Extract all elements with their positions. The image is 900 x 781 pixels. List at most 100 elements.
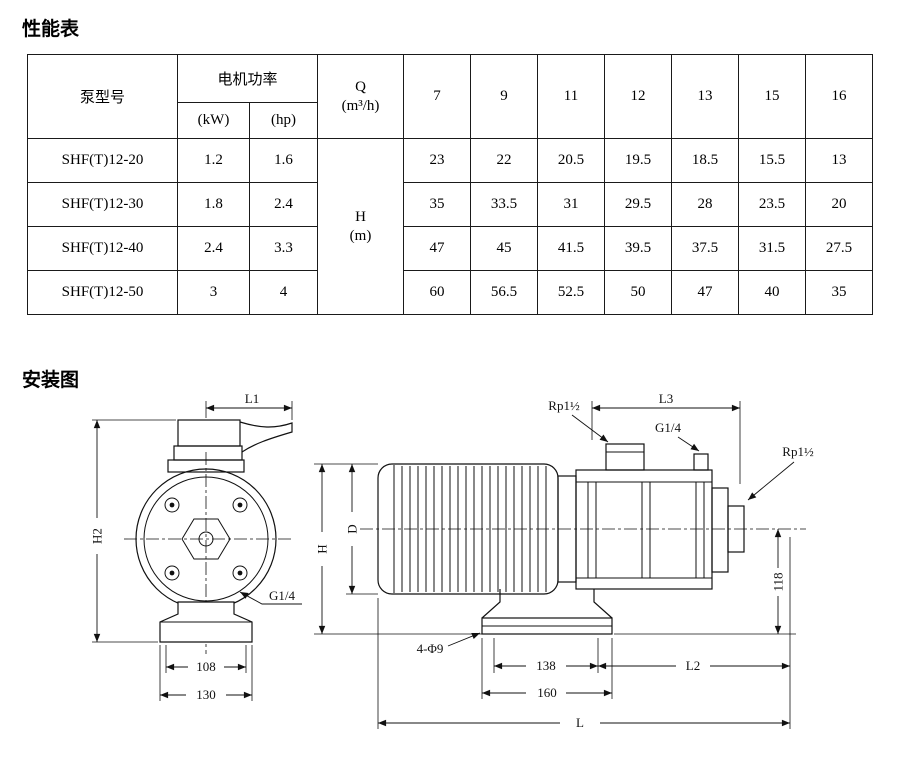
head-cell: 28 — [671, 182, 740, 227]
dim-label-138: 138 — [536, 658, 556, 673]
head-cell: 50 — [604, 270, 673, 315]
base-holes-label: 4-Φ9 — [417, 641, 444, 656]
dim-h: H — [314, 463, 482, 635]
base-holes-callout: 4-Φ9 — [417, 632, 481, 656]
outlet-port-label: Rp1½ — [782, 444, 814, 459]
col-header-kw: (kW) — [177, 102, 250, 139]
dim-label-118: 118 — [771, 572, 786, 591]
dim-160: 160 — [481, 638, 613, 700]
h-label: H — [355, 208, 366, 225]
dim-h2: H2 — [90, 419, 176, 643]
col-header-motor-power: 电机功率 — [176, 54, 319, 103]
installation-diagram: L1 H2 G1/4 108 130 — [90, 392, 814, 730]
col-header-flow-15: 15 — [738, 54, 807, 139]
head-cell: 23 — [403, 138, 472, 183]
table-row: SHF(T)12-30 1.8 2.4 35 33.5 31 29.5 28 2… — [27, 182, 874, 227]
dim-label-l2: L2 — [686, 658, 700, 673]
dim-l3: L3 — [591, 392, 741, 484]
plug-port-callout: G1/4 — [655, 420, 700, 452]
dim-l: L — [377, 598, 790, 730]
table-row: SHF(T)12-50 3 4 60 56.5 52.5 50 47 40 35 — [27, 270, 874, 315]
hp-cell: 1.6 — [248, 138, 319, 183]
model-cell: SHF(T)12-30 — [27, 182, 178, 227]
col-header-q: Q (m³/h) — [317, 54, 405, 139]
head-cell: 29.5 — [604, 182, 673, 227]
col-header-flow-7: 7 — [403, 54, 472, 139]
head-cell: 37.5 — [671, 226, 740, 271]
front-port-label: G1/4 — [269, 588, 296, 603]
outlet-boss — [727, 505, 745, 553]
dim-label-d: D — [345, 524, 360, 533]
bolt-holes — [164, 497, 248, 581]
head-cell: 19.5 — [604, 138, 673, 183]
installation-diagram-title: 安装图 — [22, 370, 80, 391]
col-header-hp: (hp) — [248, 102, 319, 139]
dim-108: 108 — [165, 645, 247, 674]
head-cell: 56.5 — [470, 270, 539, 315]
front-port-callout: G1/4 — [239, 588, 302, 605]
pump-front-view: L1 H2 G1/4 108 130 — [90, 392, 302, 702]
model-cell: SHF(T)12-50 — [27, 270, 178, 315]
head-cell: 18.5 — [671, 138, 740, 183]
q-unit: (m³/h) — [341, 97, 380, 114]
kw-cell: 2.4 — [177, 226, 250, 271]
spout-shape — [239, 421, 293, 453]
dim-130: 130 — [159, 645, 253, 702]
head-cell: 22 — [470, 138, 539, 183]
head-cell: 13 — [805, 138, 874, 183]
head-cell: 40 — [738, 270, 807, 315]
g14-port — [693, 453, 709, 471]
kw-cell: 3 — [177, 270, 250, 315]
head-cell: 47 — [403, 226, 472, 271]
performance-table: 泵型号 电机功率 Q (m³/h) 7 9 11 12 13 15 16 (kW… — [27, 54, 874, 315]
hp-cell: 4 — [248, 270, 319, 315]
head-cell: 23.5 — [738, 182, 807, 227]
inlet-port-label: Rp1½ — [548, 398, 580, 413]
pump-side-view: H D L3 Rp1½ G1/4 Rp1½ — [314, 392, 814, 730]
dim-label-l3: L3 — [659, 392, 673, 406]
hp-cell: 3.3 — [248, 226, 319, 271]
performance-table-title: 性能表 — [22, 19, 80, 40]
table-row: SHF(T)12-40 2.4 3.3 47 45 41.5 39.5 37.5… — [27, 226, 874, 271]
model-cell: SHF(T)12-20 — [27, 138, 178, 183]
head-cell: 31 — [537, 182, 606, 227]
dim-label-130: 130 — [196, 687, 216, 702]
motor-fins — [401, 466, 547, 592]
center-hex-nut — [181, 518, 231, 560]
model-cell: SHF(T)12-40 — [27, 226, 178, 271]
dim-label-h2: H2 — [90, 528, 105, 544]
dim-label-l1: L1 — [245, 392, 259, 406]
head-cell: 47 — [671, 270, 740, 315]
dim-l1: L1 — [205, 392, 293, 420]
head-cell: 31.5 — [738, 226, 807, 271]
dim-d: D — [345, 464, 378, 595]
head-cell: 52.5 — [537, 270, 606, 315]
kw-cell: 1.8 — [177, 182, 250, 227]
dim-label-160: 160 — [537, 685, 557, 700]
hp-cell: 2.4 — [248, 182, 319, 227]
head-cell: 35 — [403, 182, 472, 227]
head-cell: 20 — [805, 182, 874, 227]
col-header-flow-13: 13 — [671, 54, 740, 139]
dim-138: 138 — [493, 638, 599, 673]
head-cell: 15.5 — [738, 138, 807, 183]
plug-port-label: G1/4 — [655, 420, 682, 435]
q-label: Q — [355, 78, 366, 95]
head-cell: 35 — [805, 270, 874, 315]
end-cap — [711, 487, 729, 573]
head-cell: 41.5 — [537, 226, 606, 271]
dim-118: 118 — [614, 529, 796, 635]
stage-lines — [587, 482, 705, 578]
col-header-flow-9: 9 — [470, 54, 539, 139]
head-cell: 39.5 — [604, 226, 673, 271]
dim-l2: L2 — [598, 658, 790, 673]
head-cell: 20.5 — [537, 138, 606, 183]
col-header-model: 泵型号 — [27, 54, 178, 139]
col-header-flow-11: 11 — [537, 54, 606, 139]
kw-cell: 1.2 — [177, 138, 250, 183]
outlet-port-callout: Rp1½ — [747, 444, 814, 501]
head-cell: 60 — [403, 270, 472, 315]
col-header-flow-16: 16 — [805, 54, 874, 139]
inlet-port-callout: Rp1½ — [548, 398, 609, 443]
dim-label-108: 108 — [196, 659, 216, 674]
